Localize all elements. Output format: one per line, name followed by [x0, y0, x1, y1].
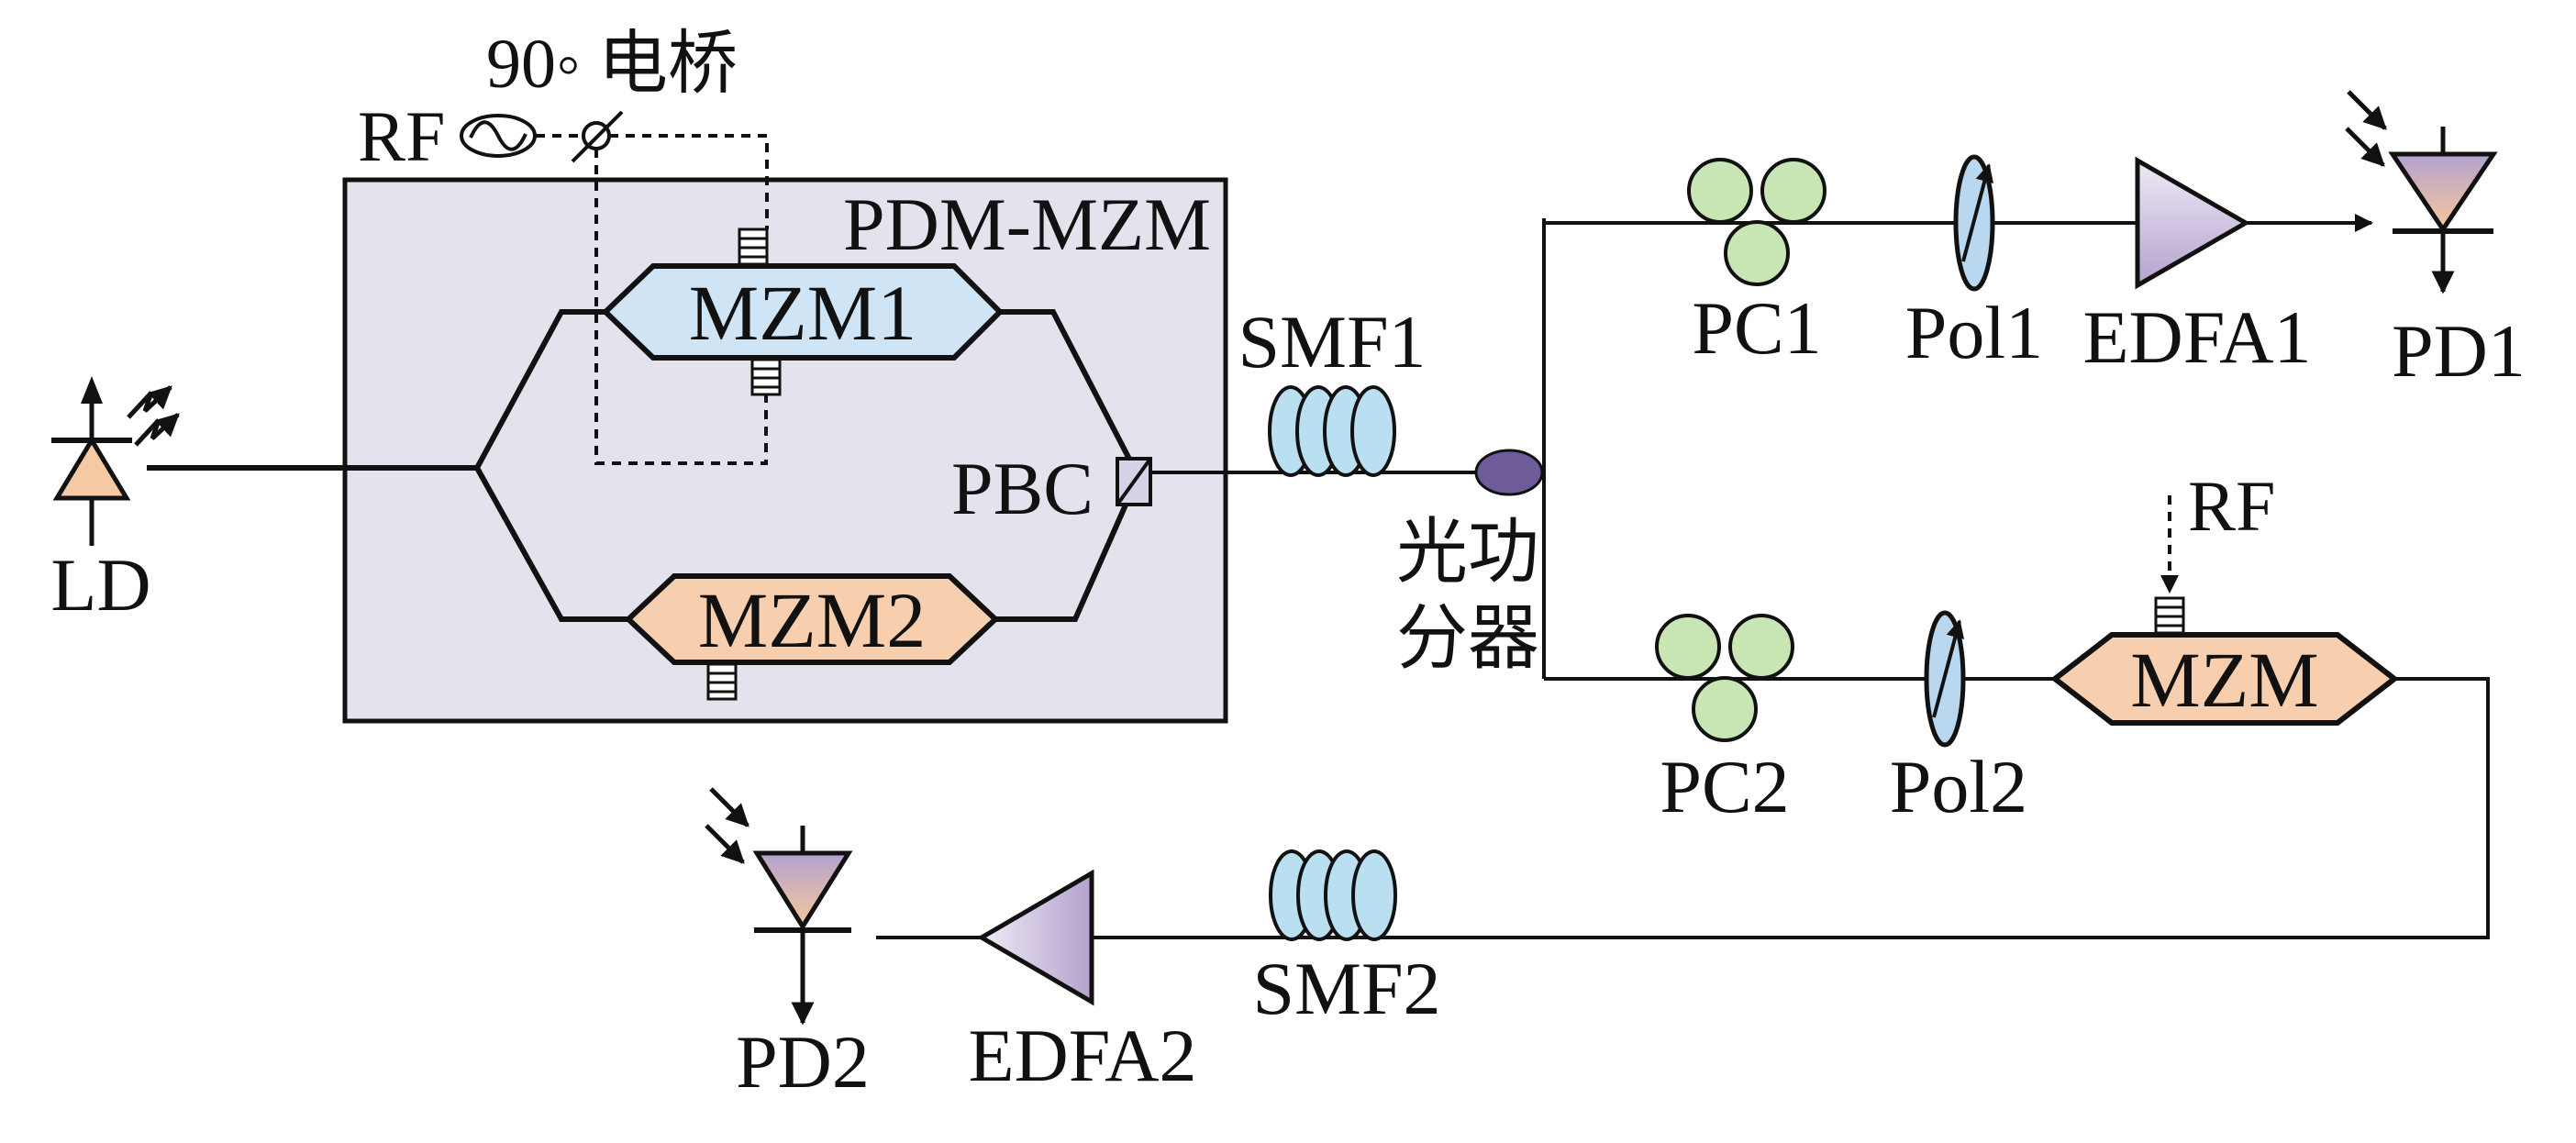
- edfa2-label: EDFA2: [968, 1014, 1196, 1097]
- upper-arm-out: [1000, 309, 1137, 470]
- mzm2-electrode: [706, 662, 738, 701]
- pc1-label: PC1: [1692, 286, 1821, 370]
- mzm-electrode: [2154, 596, 2185, 635]
- mzm1-label: MZM1: [689, 269, 916, 357]
- mzm2-label: MZM2: [698, 576, 926, 664]
- lower-arm-out: [995, 484, 1137, 622]
- mzm2-modulator: [624, 573, 1000, 665]
- rf-top-label: RF: [358, 96, 445, 176]
- edfa2-amplifier-icon: [977, 869, 1094, 1006]
- mzm1-modulator: [601, 263, 1005, 361]
- splitter-label-1: 光功: [1396, 512, 1539, 592]
- pd1-photodiode-icon: [2345, 90, 2498, 294]
- smf2-label: SMF2: [1252, 947, 1440, 1030]
- hybrid-to-mzm1-bottom: [594, 149, 768, 465]
- rf-source-icon: [460, 114, 537, 158]
- mzm1-bottom-electrode: [750, 358, 782, 396]
- pd2-photodiode-icon: [705, 787, 853, 1026]
- pc1-controller-icon: [1687, 158, 1827, 286]
- edfa1-label: EDFA1: [2082, 295, 2311, 379]
- pol2-label: Pol2: [1890, 745, 2027, 828]
- pd2-label: PD2: [736, 1020, 870, 1104]
- hybrid-to-mzm1-top: [609, 134, 769, 229]
- smf1-label: SMF1: [1238, 300, 1426, 383]
- return-fiber: [1092, 677, 2490, 939]
- pc2-controller-icon: [1655, 614, 1794, 742]
- pd1-label: PD1: [2392, 309, 2526, 393]
- optical-splitter: [1474, 449, 1544, 496]
- ld-label: LD: [50, 543, 150, 627]
- pdm-mzm-label: PDM-MZM: [843, 183, 1211, 266]
- ld-laser-icon: [51, 376, 180, 546]
- rf-right-label: RF: [2188, 466, 2275, 546]
- smf2-fiber-spool-icon: [1269, 849, 1397, 941]
- mzm1-top-electrode: [738, 227, 769, 266]
- edfa1-amplifier-icon: [2135, 156, 2251, 290]
- pc2-label: PC2: [1660, 745, 1789, 828]
- splitter-label-2: 分器: [1396, 598, 1539, 678]
- mzm-label: MZM: [2130, 636, 2318, 724]
- pbc-combiner: [1116, 457, 1152, 506]
- hybrid-label: 90◦ 电桥: [486, 26, 738, 103]
- pol2-polarizer-icon: [1924, 610, 1966, 748]
- smf1-fiber-spool-icon: [1268, 385, 1396, 477]
- pol1-label: Pol1: [1905, 291, 2043, 374]
- pbc-label: PBC: [951, 447, 1094, 530]
- pol1-polarizer-icon: [1953, 154, 1995, 292]
- lower-arm: [474, 466, 628, 622]
- upper-arm: [474, 309, 605, 470]
